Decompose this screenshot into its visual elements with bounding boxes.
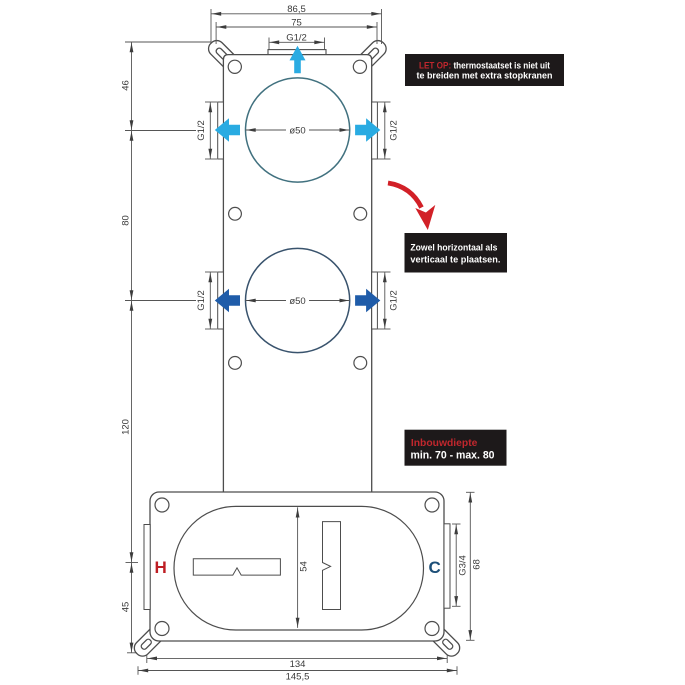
svg-text:te breiden met extra stopkrane: te breiden met extra stopkranen xyxy=(417,70,553,81)
svg-text:min. 70 - max. 80: min. 70 - max. 80 xyxy=(411,450,495,462)
svg-text:75: 75 xyxy=(291,17,302,28)
svg-text:68: 68 xyxy=(472,559,483,570)
svg-text:120: 120 xyxy=(121,419,132,435)
svg-text:45: 45 xyxy=(121,602,132,613)
svg-text:C: C xyxy=(429,558,441,577)
svg-text:G3/4: G3/4 xyxy=(458,555,469,576)
svg-text:Inbouwdiepte: Inbouwdiepte xyxy=(411,438,478,449)
svg-text:G1/2: G1/2 xyxy=(286,32,307,43)
svg-text:134: 134 xyxy=(290,659,306,670)
svg-text:G1/2: G1/2 xyxy=(196,290,207,311)
svg-text:ø50: ø50 xyxy=(289,296,305,307)
svg-text:ø50: ø50 xyxy=(289,126,305,137)
svg-text:G1/2: G1/2 xyxy=(196,120,207,141)
svg-text:54: 54 xyxy=(298,561,309,572)
svg-text:Zowel horizontaal als: Zowel horizontaal als xyxy=(410,243,497,254)
svg-text:145,5: 145,5 xyxy=(286,672,310,683)
svg-text:G1/2: G1/2 xyxy=(388,120,399,141)
svg-text:80: 80 xyxy=(121,215,132,226)
svg-text:H: H xyxy=(154,558,166,577)
svg-text:46: 46 xyxy=(121,80,132,91)
svg-text:G1/2: G1/2 xyxy=(388,290,399,311)
svg-text:verticaal te plaatsen.: verticaal te plaatsen. xyxy=(410,254,500,265)
svg-text:86,5: 86,5 xyxy=(287,4,306,15)
svg-text:LET OP: thermostaatset is niet: LET OP: thermostaatset is niet uit xyxy=(419,61,551,72)
